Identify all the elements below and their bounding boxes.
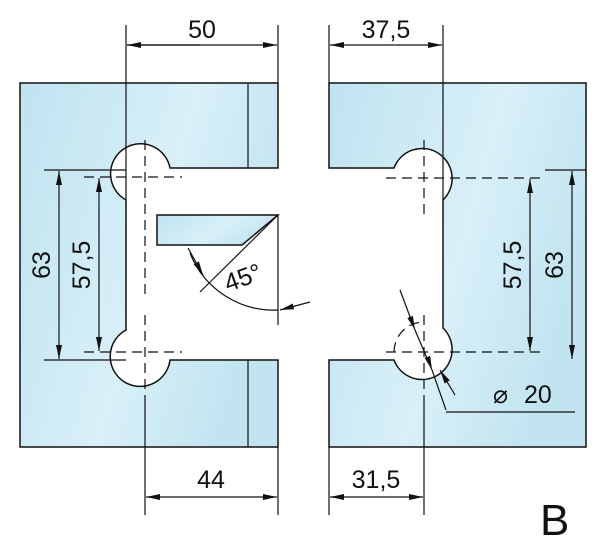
diameter-symbol: ⌀: [493, 381, 508, 409]
dim-left-outer: 63: [28, 251, 56, 279]
variant-label: B: [540, 496, 569, 541]
glass-plate: [156, 214, 281, 246]
dim-right-inner: 57,5: [499, 241, 527, 290]
dim-top-left: 50: [188, 16, 216, 44]
centerlines: [84, 140, 545, 400]
dim-hole-diameter: 20: [524, 381, 552, 409]
dim-right-outer: 63: [541, 251, 569, 279]
dim-left-inner: 57,5: [68, 241, 96, 290]
dim-top-right: 37,5: [362, 16, 411, 44]
left-hinge-body: [19, 82, 279, 448]
dim-bottom-right: 31,5: [352, 466, 401, 494]
right-hinge-body: [328, 82, 587, 448]
dim-bottom-left: 44: [197, 466, 225, 494]
